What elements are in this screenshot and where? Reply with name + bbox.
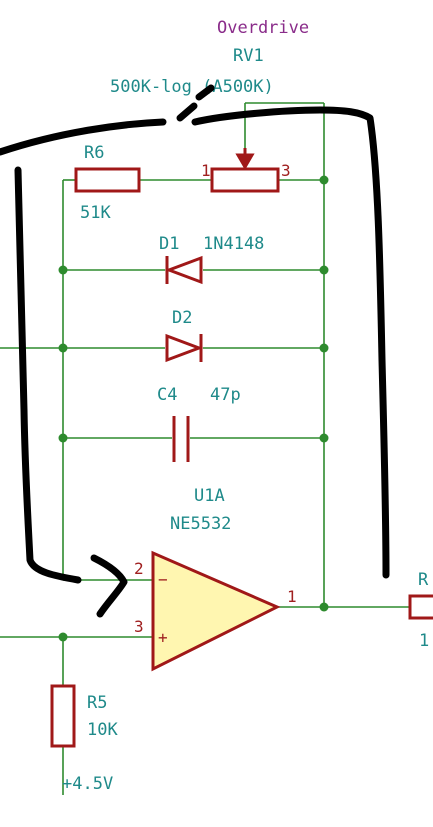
ink-left-stroke xyxy=(14,166,82,584)
resistor-r5 xyxy=(50,684,76,748)
hand-drawn-annotation xyxy=(0,84,390,618)
junction-dot xyxy=(58,343,68,353)
resistor-edge-stub xyxy=(408,594,433,620)
opamp-pin3-label: 3 xyxy=(134,617,144,636)
diode-d2 xyxy=(165,333,204,363)
u1a-value-label: NE5532 xyxy=(170,514,231,534)
rv1-ref-label: RV1 xyxy=(233,46,264,66)
r6-value-label: 51K xyxy=(80,203,111,223)
opamp-plus-sign: + xyxy=(158,628,168,647)
opamp-pin2-label: 2 xyxy=(134,559,144,578)
edge-ref-fragment: R xyxy=(418,570,429,590)
opamp-triangle xyxy=(151,550,281,672)
d2-ref-label: D2 xyxy=(172,308,192,328)
resistor-r6 xyxy=(74,167,141,193)
junctions xyxy=(58,175,329,642)
junction-dot xyxy=(58,265,68,275)
junction-dot xyxy=(58,433,68,443)
capacitor-c4 xyxy=(172,416,190,462)
wiper-arrow-icon xyxy=(235,153,255,170)
rv1-value-label: 500K-log (A500K) xyxy=(110,77,274,97)
junction-dot xyxy=(319,175,329,185)
d1-value-label: 1N4148 xyxy=(203,234,264,254)
r5-value-label: 10K xyxy=(87,720,118,740)
ink-break-dot xyxy=(195,84,215,101)
r6-ref-label: R6 xyxy=(84,143,104,163)
arrow-head-icon xyxy=(90,554,128,618)
junction-dot xyxy=(58,632,68,642)
junction-dot xyxy=(319,602,329,612)
c4-ref-label: C4 xyxy=(157,385,177,405)
u1a-ref-label: U1A xyxy=(194,486,225,506)
rv1-pin3-label: 3 xyxy=(281,161,291,180)
opamp-minus-sign: − xyxy=(158,570,168,589)
d1-ref-label: D1 xyxy=(159,234,179,254)
junction-dot xyxy=(319,265,329,275)
c4-value-label: 47p xyxy=(210,385,241,405)
rv1-function-label: Overdrive xyxy=(217,18,309,38)
potentiometer-rv1 xyxy=(210,167,280,193)
wires xyxy=(0,102,410,795)
supply-label: +4.5V xyxy=(62,774,113,794)
ink-top-stroke xyxy=(0,118,167,156)
ink-break-dash xyxy=(176,102,198,122)
rv1-pin1-label: 1 xyxy=(201,161,211,180)
junction-dot xyxy=(319,433,329,443)
diode-d1 xyxy=(164,255,203,285)
opamp-pin1-label: 1 xyxy=(287,587,297,606)
r5-ref-label: R5 xyxy=(87,693,107,713)
edge-value-fragment: 1 xyxy=(419,631,429,651)
junction-dot xyxy=(319,343,329,353)
ink-right-loop xyxy=(191,106,390,579)
